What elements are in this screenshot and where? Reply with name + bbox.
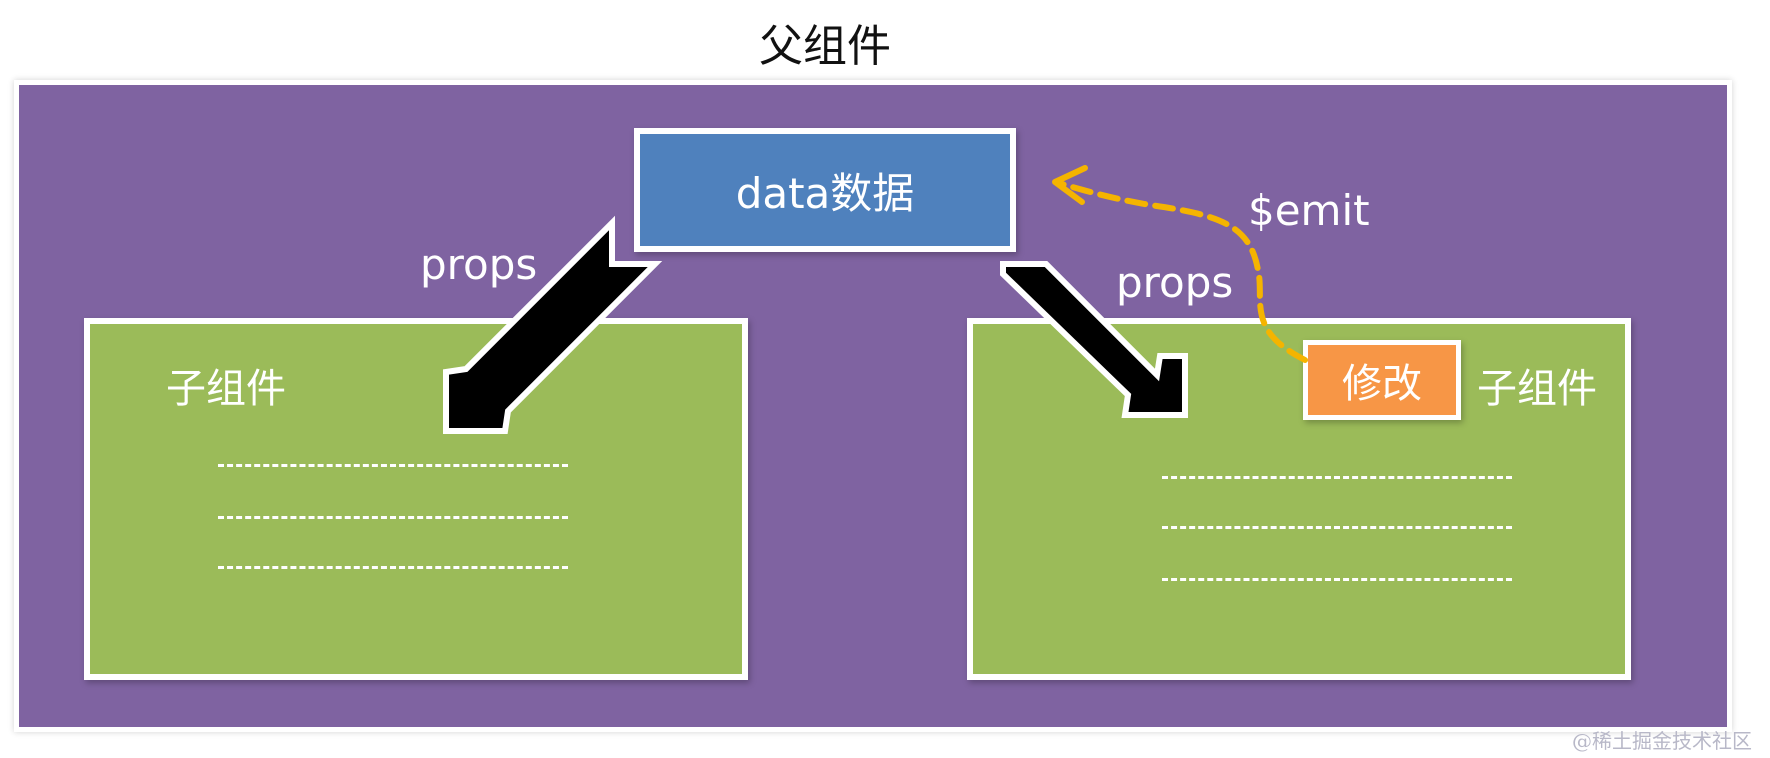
child-component-left [84, 318, 748, 680]
props-arrow-left [443, 215, 663, 434]
data-node-label: data数据 [735, 168, 915, 218]
child-component-right [967, 318, 1631, 680]
parent-component-title: 父组件 [759, 21, 891, 72]
child-right-placeholder-line-3 [1162, 578, 1512, 581]
data-node: data数据 [634, 128, 1016, 252]
child-left-placeholder-line-3 [218, 566, 568, 569]
child-left-placeholder-line-1 [218, 464, 568, 467]
modify-button[interactable]: 修改 [1303, 340, 1461, 420]
child-left-placeholder-line-2 [218, 516, 568, 519]
child-right-placeholder-line-2 [1162, 526, 1512, 529]
modify-button-label: 修改 [1342, 361, 1422, 407]
emit-arrowhead [1052, 165, 1088, 205]
props-label-left: props [420, 240, 538, 289]
child-component-left-label: 子组件 [166, 366, 286, 412]
watermark: @稀土掘金技术社区 [1572, 729, 1752, 753]
emit-label: $emit [1248, 186, 1370, 235]
props-arrow-right [1000, 261, 1188, 418]
child-right-placeholder-line-1 [1162, 476, 1512, 479]
props-label-right: props [1116, 258, 1234, 307]
emit-arrow [1059, 181, 1308, 363]
child-component-right-label: 子组件 [1477, 366, 1597, 412]
